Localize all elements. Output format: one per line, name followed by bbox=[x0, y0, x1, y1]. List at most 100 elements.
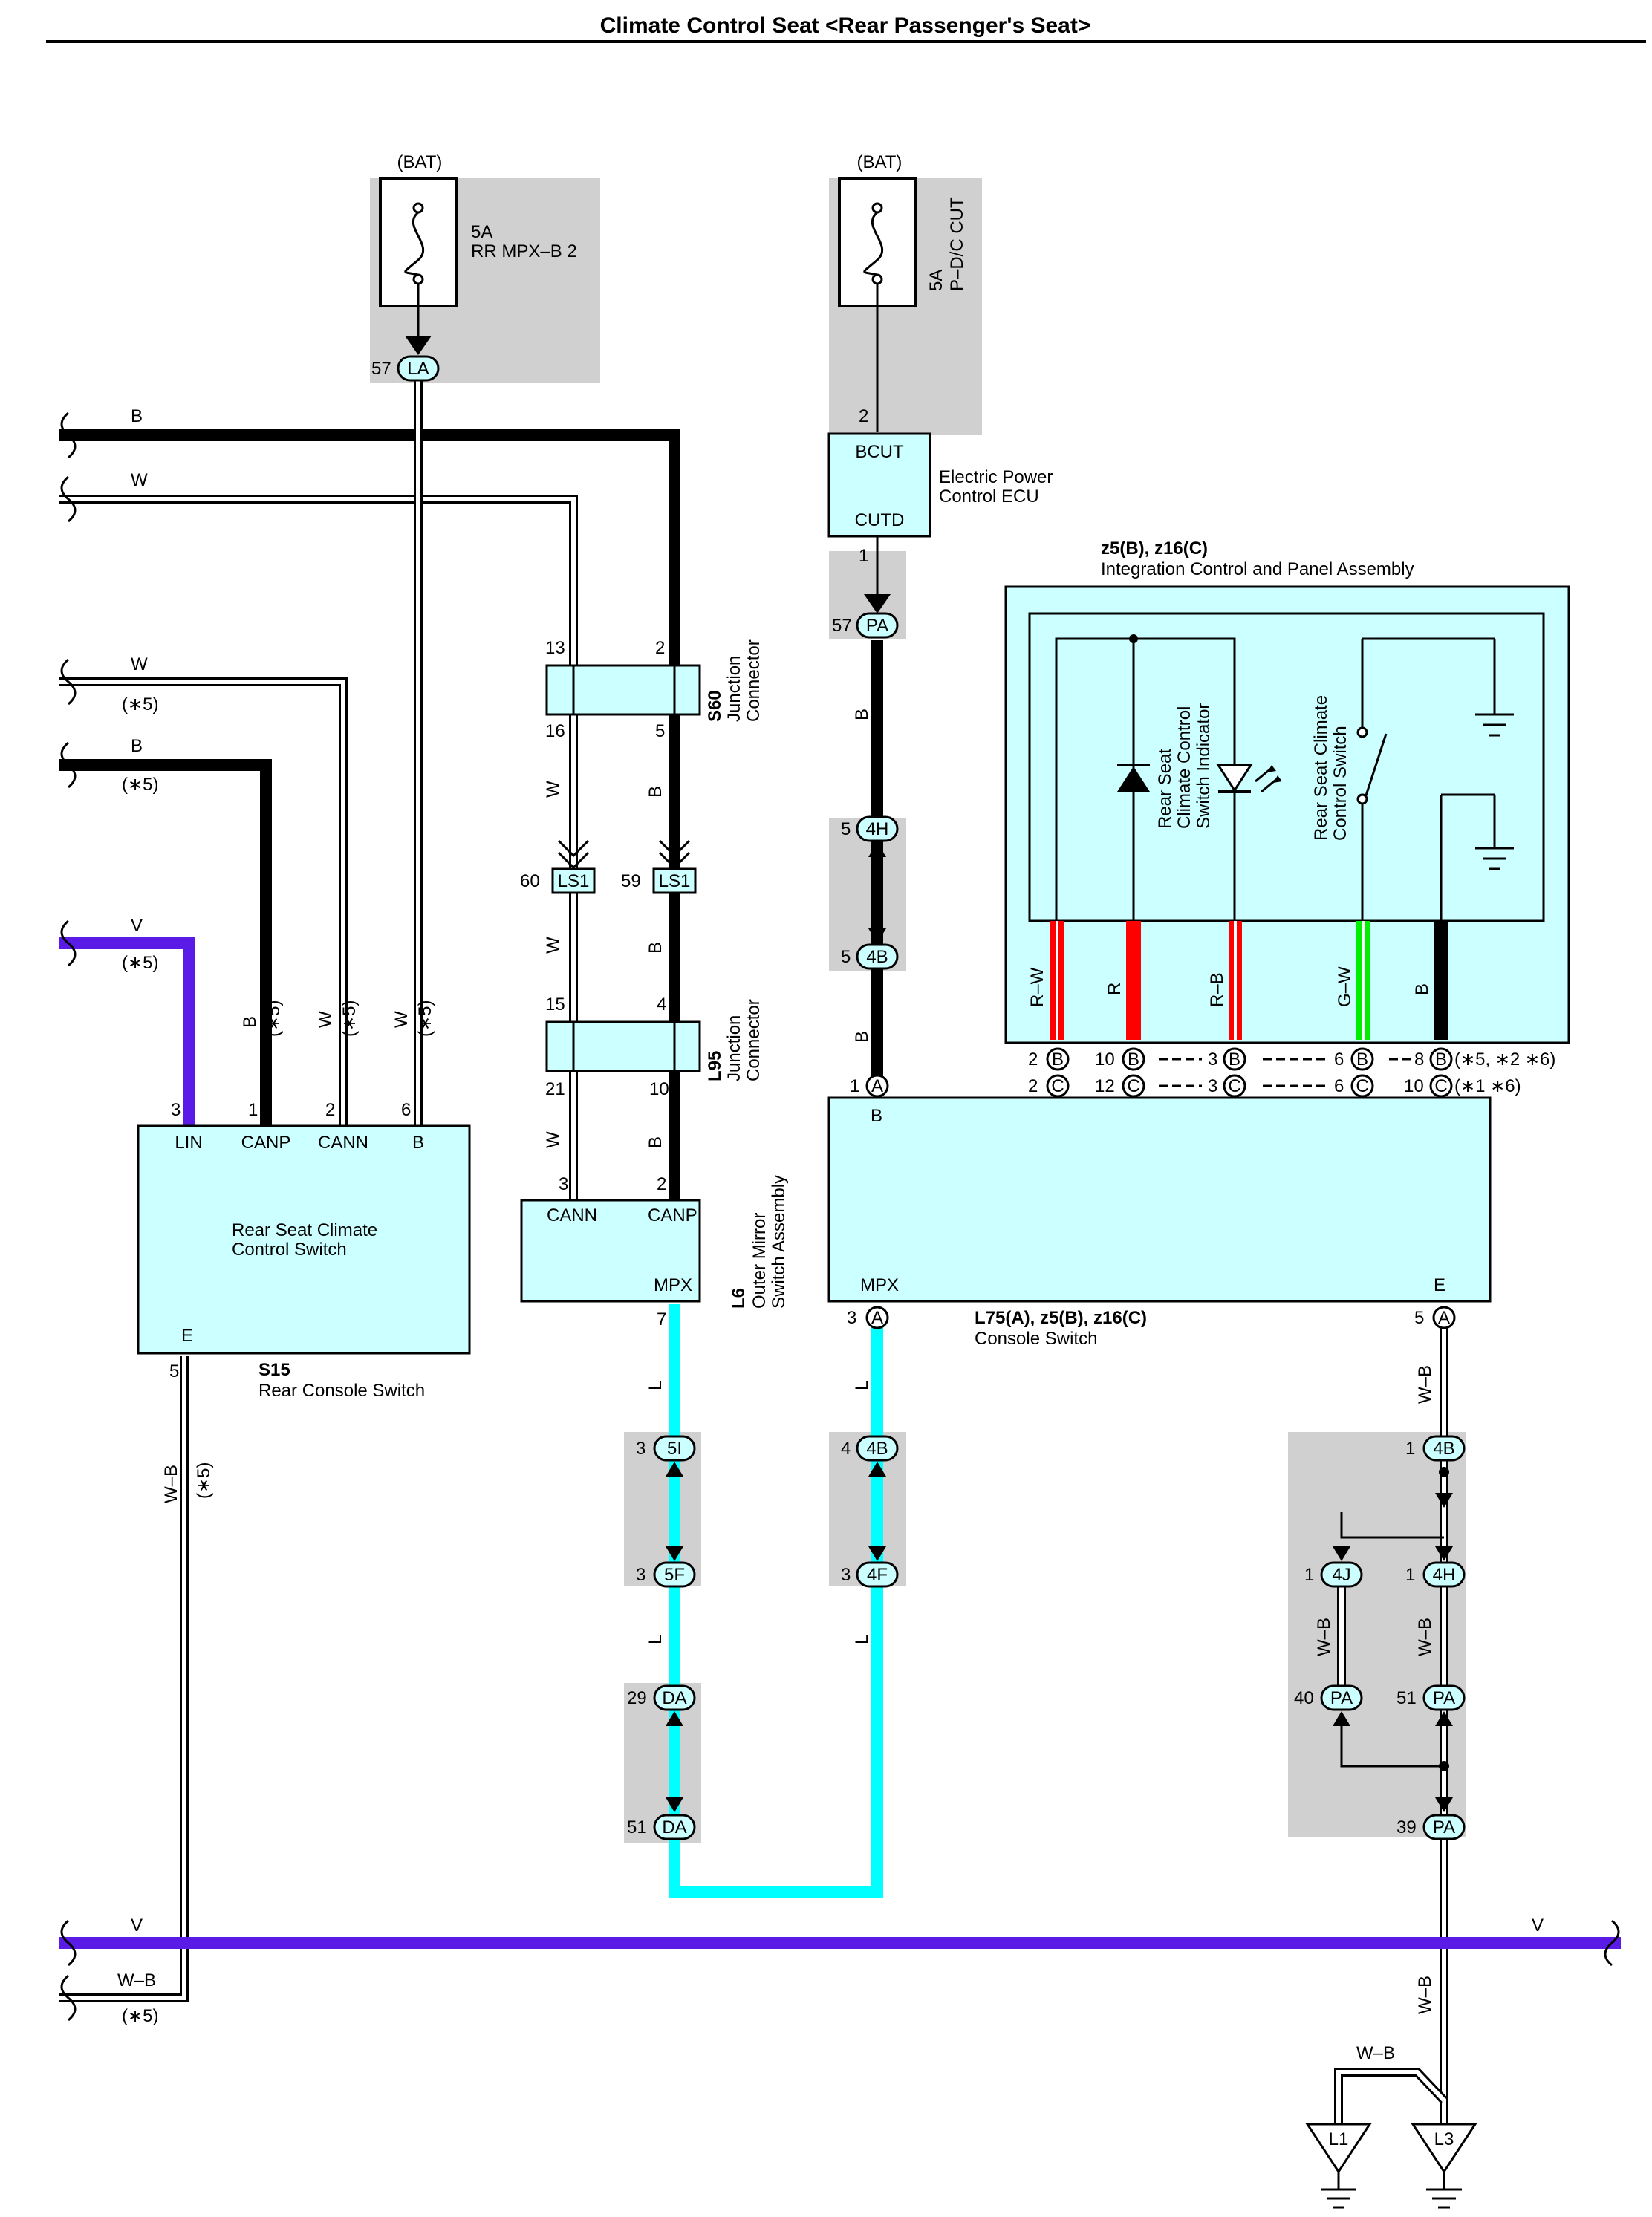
console-mpx-pin bbox=[865, 1306, 889, 1329]
panel-name: Integration Control and Panel Assembly bbox=[1101, 559, 1414, 579]
l95-name-1: Junction bbox=[724, 1015, 744, 1081]
l6-code: L6 bbox=[729, 1288, 749, 1309]
conn-pa51-label: PA bbox=[1433, 1688, 1455, 1708]
indicator-label-1: Rear Seat bbox=[1155, 749, 1175, 829]
panel-wire-rw: R–W bbox=[1027, 967, 1047, 1007]
console-code: L75(A), z5(B), z16(C) bbox=[975, 1308, 1147, 1328]
ecu-box bbox=[827, 432, 931, 538]
connector-la-label: LA bbox=[407, 359, 429, 379]
row-c-conn-2: C bbox=[1127, 1076, 1139, 1096]
row-b-note: (∗5, ∗2 ∗6) bbox=[1454, 1049, 1555, 1070]
l6-term-canp: CANP bbox=[648, 1205, 697, 1225]
s15-code: S15 bbox=[258, 1360, 290, 1380]
bat-label-left: (BAT) bbox=[397, 152, 443, 172]
row-b-conn-1: B bbox=[1052, 1049, 1064, 1070]
diagram-title: Climate Control Seat <Rear Passenger's S… bbox=[600, 13, 1091, 38]
l6-term-mpx: MPX bbox=[654, 1275, 692, 1295]
ls1-left-label: LS1 bbox=[558, 871, 590, 891]
connector-ls1-pair: LS1 60 LS1 59 bbox=[520, 839, 697, 894]
l6-pin-7: 7 bbox=[657, 1309, 666, 1329]
l95-pin-10: 10 bbox=[649, 1079, 669, 1099]
rear-console-switch bbox=[137, 1124, 471, 1355]
console-conn-a-label: A bbox=[871, 1076, 883, 1096]
conn-da1-label: DA bbox=[662, 1688, 686, 1708]
wire-label-l-1: L bbox=[645, 1381, 666, 1390]
console-term-b: B bbox=[871, 1106, 882, 1126]
console-term-e: E bbox=[1434, 1275, 1446, 1295]
fuse-name-left: RR MPX–B 2 bbox=[471, 241, 577, 261]
panel-colored-wires bbox=[1050, 921, 1448, 1040]
row-b-conn-4: B bbox=[1356, 1049, 1368, 1070]
conn-da2-label: DA bbox=[662, 1817, 686, 1837]
wire-note-b2: (∗5) bbox=[122, 775, 158, 795]
s15-wire-w1-note: (∗5) bbox=[339, 1000, 360, 1037]
bus-v-left: V bbox=[131, 1915, 143, 1936]
conn-4b-mid-label: 4B bbox=[866, 1439, 888, 1459]
wire-v-star5 bbox=[59, 937, 195, 1126]
connector-la-pin: 57 bbox=[371, 359, 391, 379]
wire-label-l-2: L bbox=[852, 1381, 872, 1390]
s15-inner-2: Control Switch bbox=[232, 1240, 347, 1260]
s15-pin-6: 6 bbox=[401, 1100, 411, 1120]
ground-l3-icon bbox=[1411, 2123, 1477, 2209]
connector-4h-label: 4H bbox=[866, 819, 889, 839]
s60-pin-16: 16 bbox=[545, 721, 565, 741]
l95-pin-15: 15 bbox=[545, 994, 565, 1015]
conn-pa39-label: PA bbox=[1433, 1817, 1455, 1837]
wire-label-wb-5: W–B bbox=[1356, 2043, 1395, 2063]
zone-right-chain bbox=[1288, 1432, 1466, 1837]
ls1-right-label: LS1 bbox=[659, 871, 691, 891]
l6-name-2: Switch Assembly bbox=[769, 1175, 789, 1309]
wire-note-w2: (∗5) bbox=[122, 694, 158, 714]
conn-pa39-pin: 39 bbox=[1396, 1817, 1417, 1837]
connector-4b-pin: 5 bbox=[841, 947, 851, 967]
wire-note-v: (∗5) bbox=[122, 953, 158, 973]
row-b-conn-5: B bbox=[1435, 1049, 1447, 1070]
row-b-conn-3: B bbox=[1229, 1049, 1240, 1070]
bus-wb-label: W–B bbox=[117, 1970, 156, 1990]
conn-4j-label: 4J bbox=[1332, 1565, 1350, 1585]
diode-icon bbox=[1117, 764, 1150, 792]
conn-5f-label: 5F bbox=[664, 1565, 685, 1585]
row-c-conn-1: C bbox=[1051, 1076, 1064, 1096]
panel-switch-label-1: Rear Seat Climate bbox=[1311, 695, 1331, 841]
conn-4b-right-pin: 1 bbox=[1405, 1439, 1415, 1459]
integration-panel bbox=[1004, 585, 1570, 1044]
s15-term-cann: CANN bbox=[318, 1133, 368, 1153]
s60-pin-5: 5 bbox=[655, 721, 665, 741]
wire-label-wb-3: W–B bbox=[1415, 1618, 1435, 1656]
outer-mirror-switch bbox=[520, 1199, 701, 1303]
s15-pin-5: 5 bbox=[169, 1361, 179, 1381]
ls1-pin-left: 60 bbox=[520, 871, 540, 891]
ecu-pin-out: 1 bbox=[859, 546, 868, 566]
s15-term-b: B bbox=[412, 1133, 424, 1153]
l95-pin-4: 4 bbox=[657, 994, 666, 1015]
s15-term-canp: CANP bbox=[241, 1133, 291, 1153]
s15-wire-w2-note: (∗5) bbox=[415, 1000, 435, 1037]
connector-pa-top-pin: 57 bbox=[832, 616, 852, 636]
wire-label-wb-4: W–B bbox=[1415, 1976, 1435, 2014]
conn-pair-4h-4b: 4H 5 4B 5 bbox=[841, 815, 899, 970]
row-c-note: (∗1 ∗6) bbox=[1454, 1076, 1521, 1096]
row-b-conn-2: B bbox=[1128, 1049, 1139, 1070]
wire-label-ecu-b2: B bbox=[852, 1031, 872, 1043]
wire-label-ecu-b: B bbox=[852, 709, 872, 720]
panel-inner-frame bbox=[1028, 612, 1545, 922]
wire-wb-s15 bbox=[59, 1356, 189, 2002]
fuse-amp-left: 5A bbox=[471, 222, 492, 242]
connector-4b-label: 4B bbox=[866, 947, 888, 967]
s60-name-2: Connector bbox=[744, 639, 764, 722]
s15-pin-1: 1 bbox=[248, 1100, 258, 1120]
row-c-conn-5: C bbox=[1434, 1076, 1447, 1096]
conn-4h-right-pin: 1 bbox=[1405, 1565, 1415, 1585]
s60-code: S60 bbox=[705, 690, 725, 722]
wire-label-ls1-b: B bbox=[645, 942, 666, 954]
console-switch-box bbox=[827, 1096, 1492, 1303]
indicator-label-2: Climate Control bbox=[1174, 706, 1194, 829]
row-b-pin-2: 10 bbox=[1095, 1049, 1115, 1070]
wire-label-l-3: L bbox=[645, 1635, 666, 1644]
s15-inner-1: Rear Seat Climate bbox=[232, 1220, 377, 1240]
fuse-p-dc-cut: (BAT) 5A P–D/C CUT 2 bbox=[838, 152, 967, 432]
console-mpx-conn: A bbox=[871, 1308, 883, 1328]
